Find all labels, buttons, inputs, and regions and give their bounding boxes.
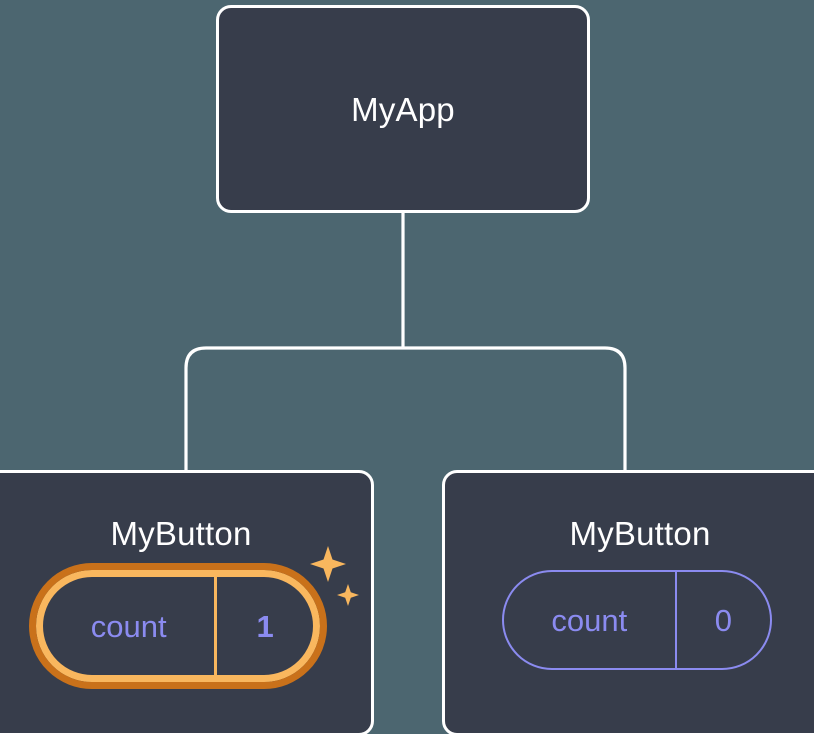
state-value: 0 — [674, 572, 770, 668]
state-key: count — [551, 602, 628, 638]
node-title: MyApp — [351, 90, 455, 128]
state-pill[interactable]: count 0 — [502, 570, 772, 670]
sparkle-icon — [310, 546, 346, 582]
state-badge-wrapper: count 0 — [502, 570, 772, 670]
node-mybutton-2[interactable]: MyButton count 0 — [442, 470, 814, 734]
node-title: MyButton — [569, 515, 711, 552]
sparkle-small-icon — [337, 584, 359, 606]
state-badge-wrapper: count 1 — [29, 546, 359, 689]
state-key: count — [90, 608, 167, 644]
node-title: MyButton — [110, 515, 252, 552]
state-value: 1 — [214, 577, 313, 675]
state-pill-highlighted[interactable]: count 1 — [29, 563, 327, 689]
edge-branch-bus — [184, 346, 627, 470]
node-mybutton-1[interactable]: MyButton count 1 — [0, 470, 374, 734]
node-myapp[interactable]: MyApp — [216, 5, 590, 213]
